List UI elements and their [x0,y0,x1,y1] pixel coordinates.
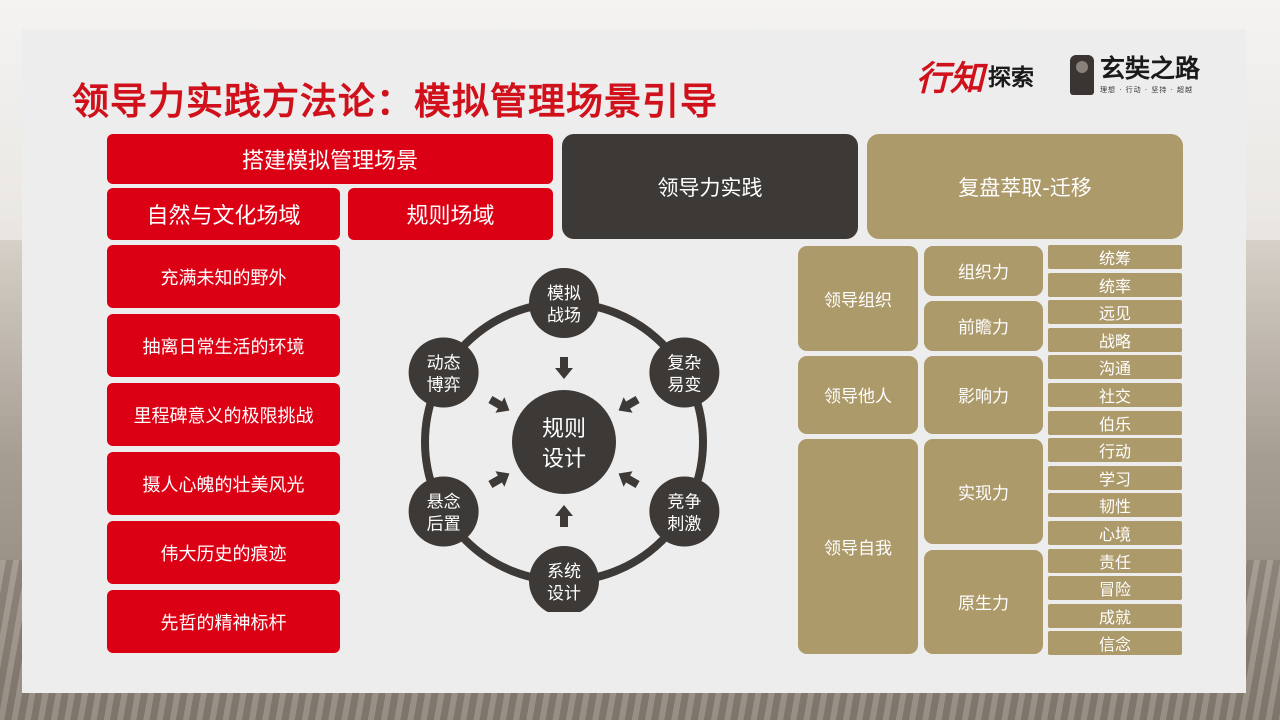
leadership-category: 领导组织 [798,246,918,351]
rules-field-header: 规则场域 [348,188,553,240]
build-scene-header: 搭建模拟管理场景 [107,134,553,184]
leaf-item: 信念 [1048,631,1182,656]
xingzhi-logo-text: 探索 [988,64,1034,91]
scene-item: 伟大历史的痕迹 [107,521,340,584]
diagram-node-label: 悬念 [427,492,461,513]
diagram-node-label: 后置 [427,515,461,535]
center-label: 规则 [542,417,586,442]
leaf-item: 战略 [1048,327,1182,352]
leaf-item: 成就 [1048,603,1182,628]
diagram-node-label: 模拟 [547,284,581,304]
diagram-node-label: 刺激 [667,515,701,535]
leaf-item: 心境 [1048,521,1182,545]
diagram-node [649,337,720,408]
page-title: 领导力实践方法论：模拟管理场景引导 [72,80,718,123]
leaf-item: 统筹 [1048,245,1182,269]
leadership-practice-header: 领导力实践 [562,134,858,239]
scene-item: 摄人心魄的壮美风光 [107,452,340,515]
center-label: 设计 [542,447,586,472]
leaf-item: 伯乐 [1048,410,1182,435]
diagram-node-label: 博弈 [427,376,461,396]
diagram-node-label: 设计 [547,584,581,604]
scene-item: 充满未知的野外 [107,245,340,308]
leadership-category: 领导他人 [798,356,918,434]
leaf-item: 冒险 [1048,576,1182,601]
inward-arrow-icon [555,505,573,527]
xuanzang-logo-main: 玄奘之路 [1100,54,1201,83]
inward-arrow-icon [618,471,640,488]
diagram-node-label: 易变 [667,376,701,396]
diagram-node-label: 战场 [547,306,581,326]
inward-arrow-icon [555,357,573,379]
review-transfer-header: 复盘萃取-迁移 [867,134,1183,239]
ability-group: 实现力 [924,439,1043,544]
ability-group: 组织力 [924,246,1043,296]
nature-culture-header: 自然与文化场域 [107,188,340,240]
diagram-node [408,337,479,408]
xingzhi-logo-script: 行知 [916,58,984,99]
ability-group: 原生力 [924,549,1043,655]
monk-portrait-icon [1070,55,1094,95]
xingzhi-logo: 行知 探索 [916,52,1034,99]
inward-arrow-icon [618,396,640,413]
leaf-item: 沟通 [1048,355,1182,380]
ability-group: 前瞻力 [924,301,1043,351]
diagram-node [408,476,479,547]
leaf-item: 责任 [1048,548,1182,573]
diagram-node [649,476,720,547]
leaf-item: 学习 [1048,465,1182,490]
diagram-node-label: 动态 [427,354,461,374]
diagram-node [529,268,599,338]
leaf-item: 行动 [1048,438,1182,463]
xuanzang-logo-tagline: 理想 · 行动 · 坚持 · 超越 [1100,86,1194,94]
leaf-item: 韧性 [1048,493,1182,518]
leaf-item: 远见 [1048,300,1182,325]
diagram-node-label: 竞争 [667,493,701,513]
xuanzang-logo: 玄奘之路 理想 · 行动 · 坚持 · 超越 [1070,52,1200,98]
leaf-item: 统率 [1048,272,1182,297]
leaf-item: 社交 [1048,383,1182,407]
inward-arrow-icon [488,471,510,488]
center-circle [512,390,616,494]
diagram-node-label: 系统 [547,562,581,582]
inward-arrow-icon [488,396,510,413]
diagram-node [529,546,599,612]
scene-item: 先哲的精神标杆 [107,590,340,653]
diagram-node-label: 复杂 [667,354,701,374]
scene-item: 抽离日常生活的环境 [107,314,340,377]
ability-group: 影响力 [924,356,1043,434]
leadership-category: 领导自我 [798,439,918,655]
scene-item: 里程碑意义的极限挑战 [107,383,340,446]
